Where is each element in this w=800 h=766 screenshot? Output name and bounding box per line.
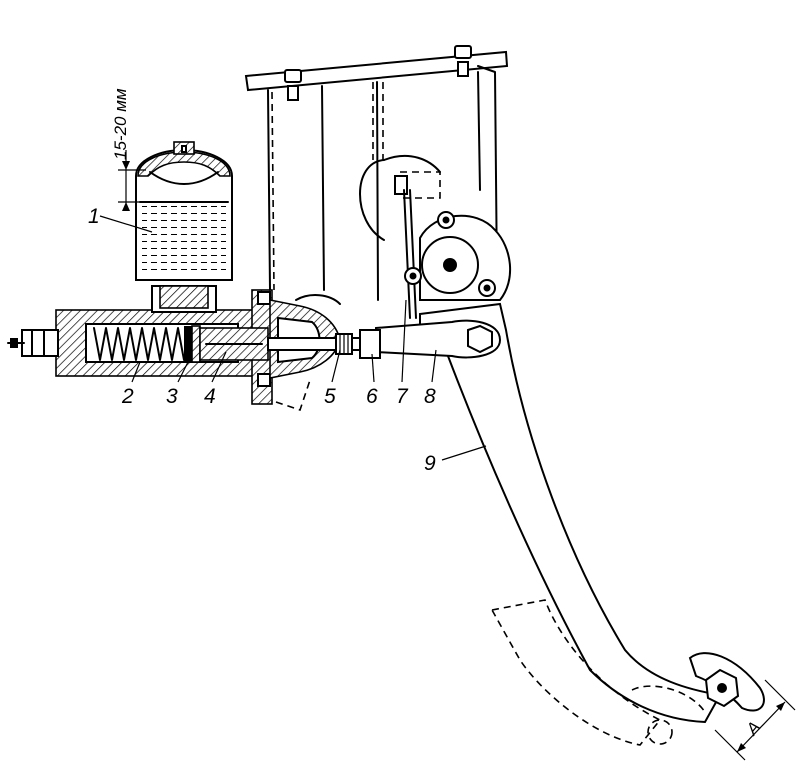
label-pedal: 9 [424,452,436,475]
dimension-a [714,679,796,761]
pedal-pad [688,652,765,712]
label-pivot-bolt: 7 [396,385,409,408]
return-spring [93,327,185,361]
bracket-bolt-icon [284,45,472,101]
mounting-bracket [244,50,509,301]
pivot-assembly [359,155,512,319]
pedal-lever [419,302,722,746]
push-rod-eye [375,319,502,359]
label-spring: 2 [121,385,134,408]
label-lock-nut: 6 [366,385,378,408]
level-dimension: 15-20 мм [111,88,146,211]
piston [199,327,269,361]
label-piston: 4 [204,385,216,408]
piston-seal [184,325,201,363]
push-rod [267,329,381,359]
leader-lines [99,215,487,461]
label-push-rod: 5 [324,385,336,408]
dimension-a-label: A [742,718,764,740]
label-seal: 3 [166,385,178,408]
label-rod-eye: 8 [424,385,436,408]
fluid-reservoir [135,141,233,313]
level-dimension-label: 15-20 мм [111,88,130,160]
label-reservoir: 1 [88,205,100,228]
